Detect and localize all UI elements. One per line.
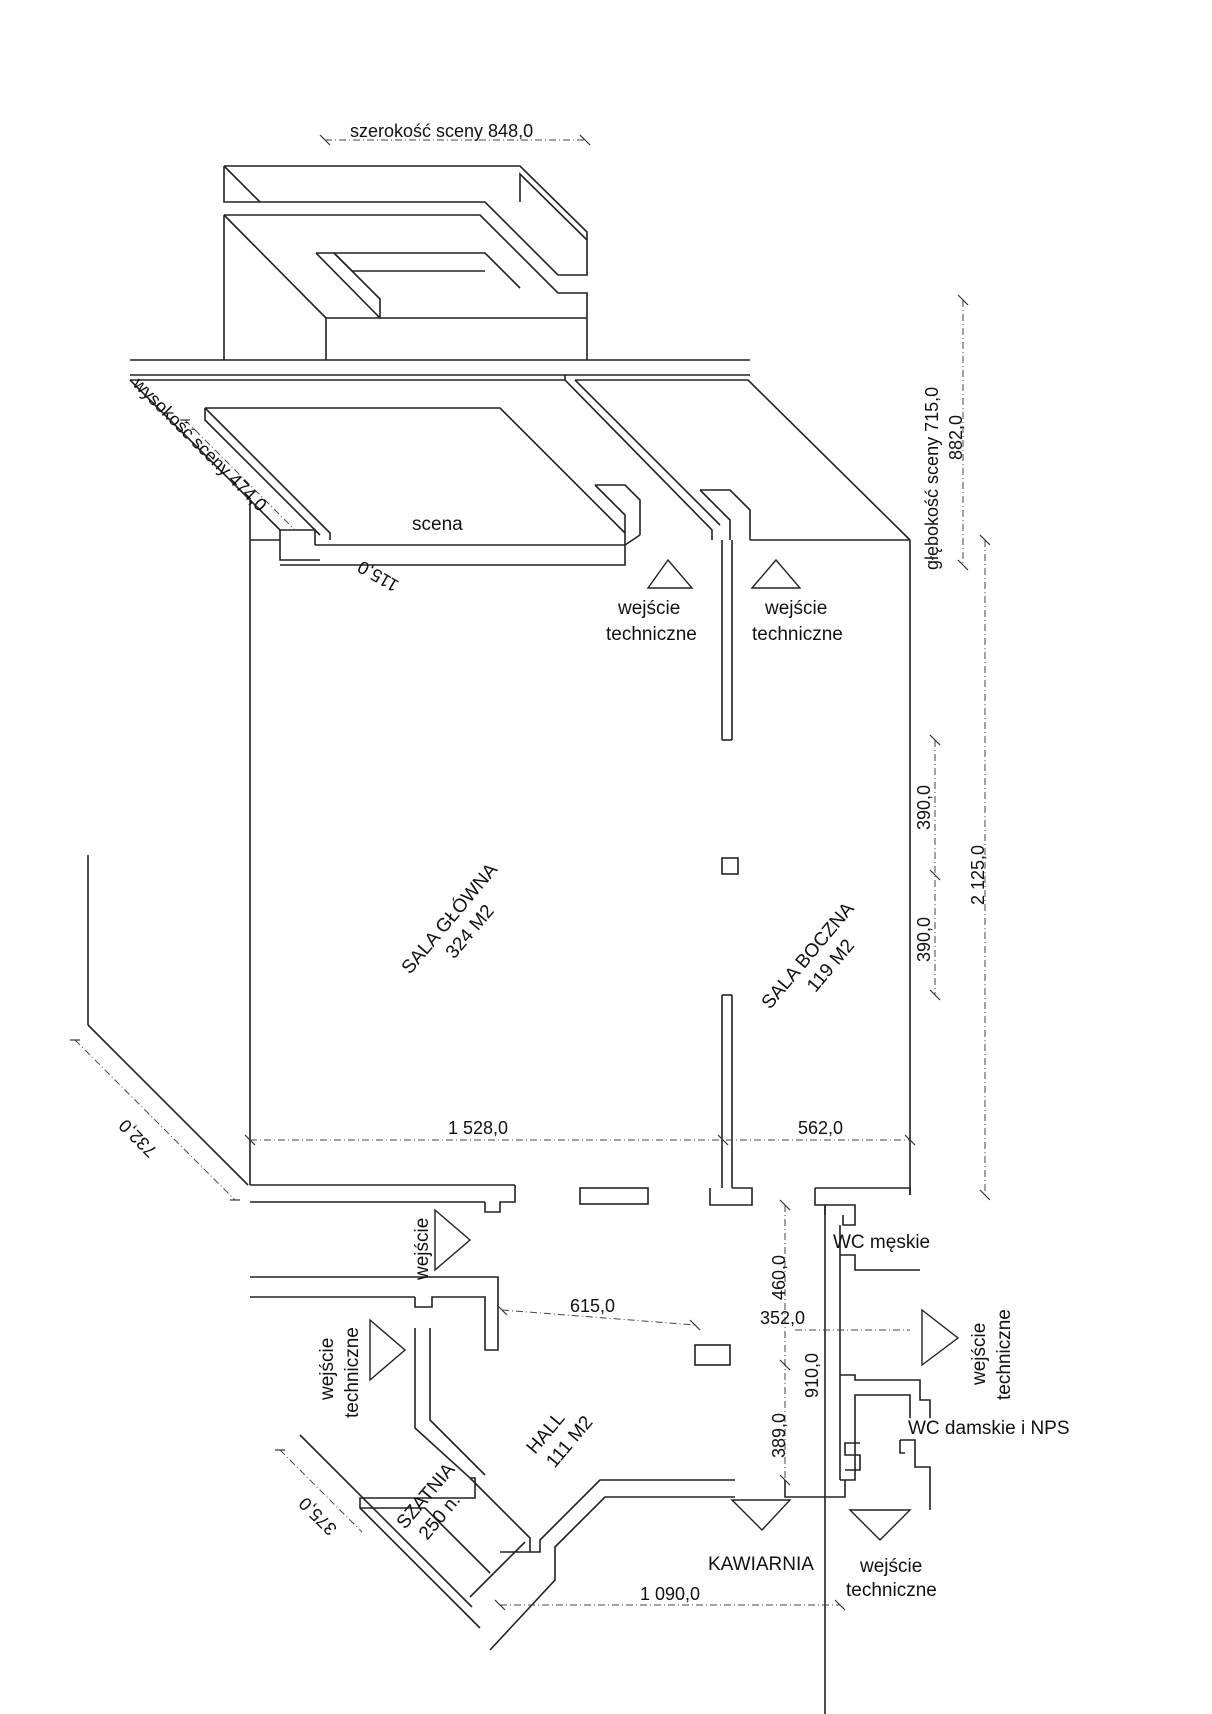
dim-stage-width: szerokość sceny 848,0 bbox=[350, 121, 533, 141]
main-hall-label: SALA GŁÓWNA 324 M2 bbox=[397, 859, 502, 979]
dim-910: 910,0 bbox=[802, 1353, 822, 1398]
stage-box bbox=[129, 375, 911, 566]
tech-entrance-5-word2: techniczne bbox=[846, 1580, 937, 1601]
triangle-arrow-icon bbox=[921, 1308, 960, 1367]
dimension-labels: szerokość sceny 848,0 wysokość sceny 474… bbox=[115, 121, 988, 1604]
triangle-arrow-icon bbox=[646, 558, 694, 589]
wc-men-label: WC męskie bbox=[833, 1232, 930, 1253]
entrance-labels: wejście techniczne wejście techniczne we… bbox=[317, 598, 1015, 1601]
triangle-arrow-icon bbox=[750, 558, 802, 589]
tech-entrance-3-word1: wejście bbox=[317, 1338, 338, 1401]
triangle-arrow-icon bbox=[369, 1318, 407, 1382]
tech-entrance-2-word1: wejście bbox=[764, 598, 827, 619]
stage-label: scena bbox=[412, 514, 463, 535]
dim-732: 732,0 bbox=[115, 1115, 161, 1161]
hall-label: HALL 111 M2 bbox=[523, 1408, 598, 1472]
dimension-lines bbox=[70, 134, 991, 1611]
tech-entrance-4-word2: techniczne bbox=[994, 1309, 1015, 1400]
triangle-arrow-icon bbox=[848, 1509, 912, 1541]
dim-615: 615,0 bbox=[570, 1296, 615, 1316]
dim-882: 882,0 bbox=[946, 415, 966, 460]
tech-entrance-1-word1: wejście bbox=[617, 598, 680, 619]
dim-460: 460,0 bbox=[769, 1255, 789, 1300]
dim-2125: 2 125,0 bbox=[968, 845, 988, 905]
entrance-markers bbox=[369, 558, 960, 1541]
dim-390-b: 390,0 bbox=[914, 917, 934, 962]
dim-115: 115,0 bbox=[354, 557, 402, 596]
dim-stage-height: wysokość sceny 474,0 bbox=[128, 373, 270, 515]
lower-walls bbox=[250, 1184, 931, 1714]
room-labels: scena SALA GŁÓWNA 324 M2 SALA BOCZNA 119… bbox=[393, 514, 1070, 1575]
dim-375: 375,0 bbox=[295, 1493, 341, 1539]
triangle-arrow-icon bbox=[434, 1208, 472, 1272]
dim-stage-depth: głębokość sceny 715,0 bbox=[922, 387, 942, 570]
dim-389: 389,0 bbox=[769, 1413, 789, 1458]
wc-women-label: WC damskie i NPS bbox=[908, 1418, 1070, 1439]
cafe-label: KAWIARNIA bbox=[708, 1554, 814, 1575]
dim-562: 562,0 bbox=[798, 1118, 843, 1138]
tech-entrance-5-word1: wejście bbox=[859, 1556, 922, 1577]
cloakroom-label: SZATNIA 250 n. bbox=[393, 1459, 465, 1544]
tech-entrance-4-word1: wejście bbox=[969, 1323, 990, 1386]
main-entrance-label: wejście bbox=[412, 1218, 433, 1281]
tech-entrance-2-word2: techniczne bbox=[752, 624, 843, 645]
stage-iso-upper bbox=[223, 165, 588, 360]
stage-beams bbox=[130, 359, 750, 381]
hall-walls bbox=[87, 539, 911, 1195]
tech-entrance-3-word2: techniczne bbox=[342, 1327, 363, 1418]
tech-entrance-1-word2: techniczne bbox=[606, 624, 697, 645]
dim-1528: 1 528,0 bbox=[448, 1118, 508, 1138]
triangle-arrow-icon bbox=[730, 1499, 792, 1532]
dim-390-a: 390,0 bbox=[914, 785, 934, 830]
dim-1090: 1 090,0 bbox=[640, 1584, 700, 1604]
side-hall-label: SALA BOCZNA 119 M2 bbox=[758, 898, 859, 1013]
dim-352: 352,0 bbox=[760, 1308, 805, 1328]
